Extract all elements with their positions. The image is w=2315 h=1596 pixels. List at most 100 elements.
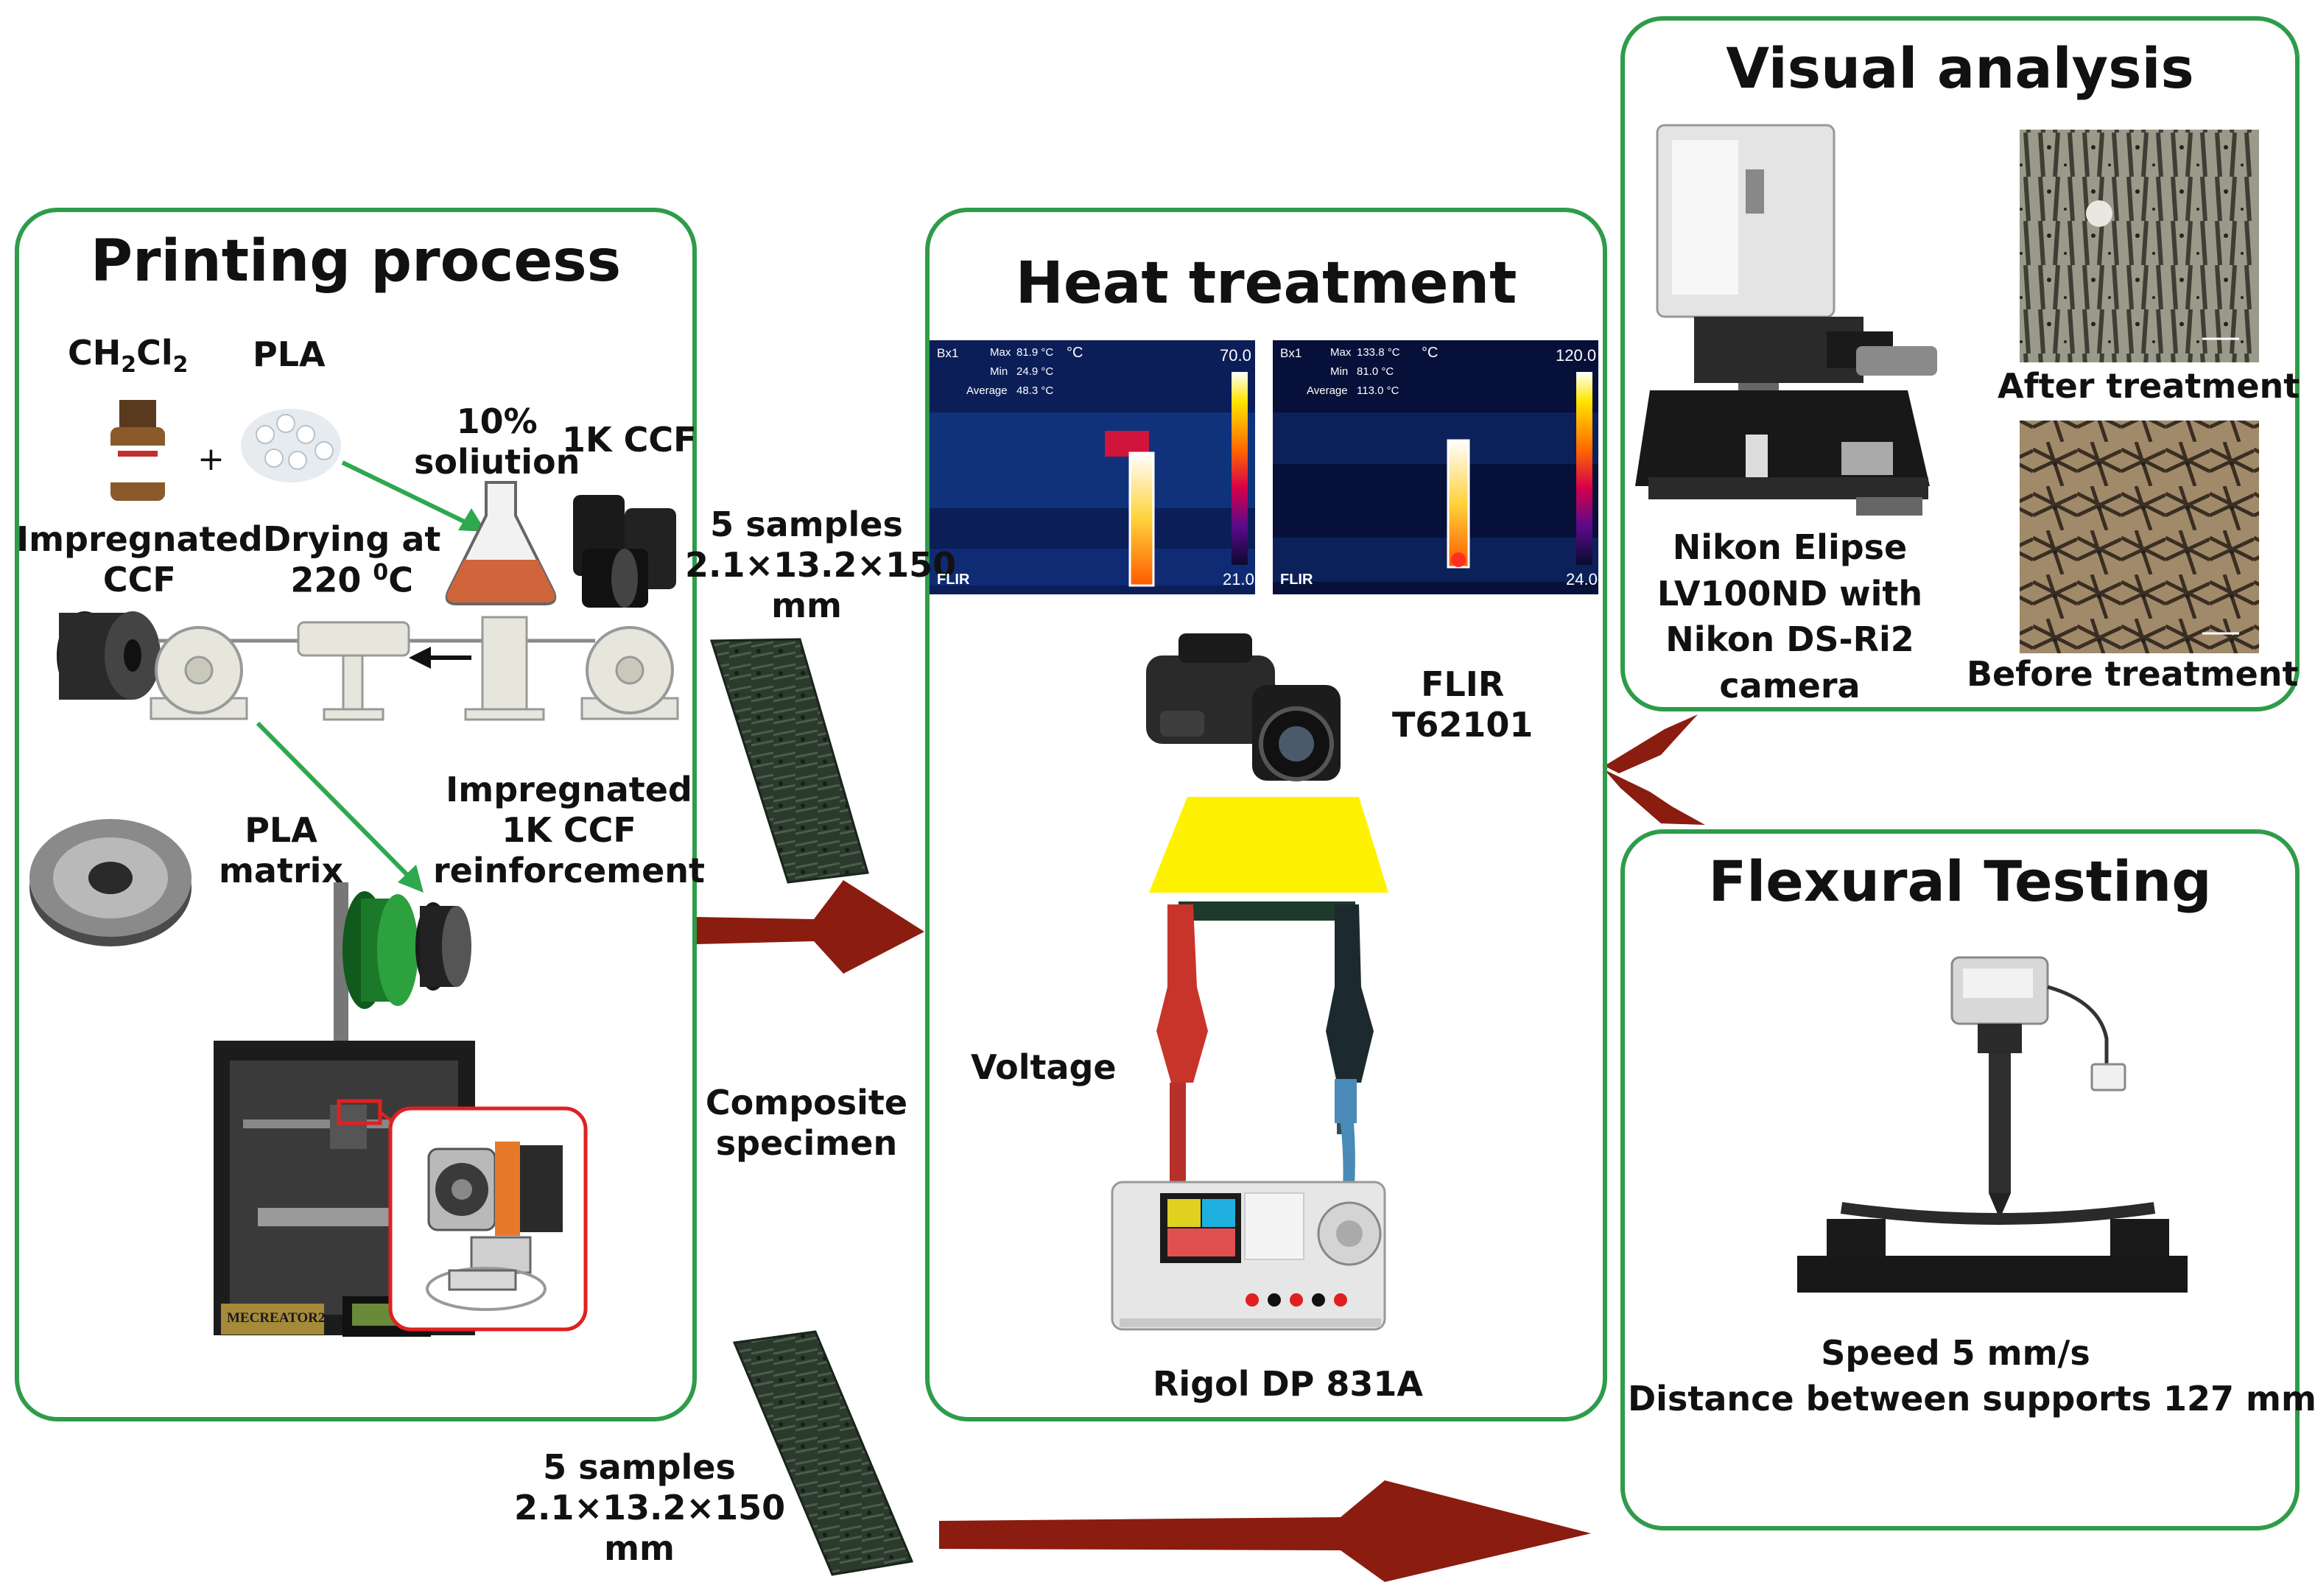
thermal2-avg-label: Average <box>1307 384 1348 397</box>
samples-top-line1: 5 samples <box>710 505 903 544</box>
yellow-light-trapezoid <box>1149 797 1388 893</box>
drying-line1: Drying at <box>263 519 441 559</box>
flask-icon <box>445 481 557 605</box>
thermal2-avg-value: 113.0 °C <box>1357 384 1399 397</box>
plus-sign: + <box>197 440 225 478</box>
flexural-rig-icon <box>1797 956 2188 1293</box>
samples-bottom-label: 5 samples 2.1×13.2×150 mm <box>514 1447 786 1569</box>
thermal1-avg-label: Average <box>966 384 1008 397</box>
heat-treatment-panel: Heat treatment <box>925 208 1607 1421</box>
specimen-bottom <box>732 1330 914 1576</box>
thermal1-min-label: Min <box>990 365 1008 378</box>
thermal2-min-label: Min <box>1330 365 1349 378</box>
samples-top-label: 5 samples 2.1×13.2×150 mm <box>685 505 957 627</box>
solution-line2: soliution <box>414 442 580 482</box>
thermal2-brand: FLIR <box>1280 572 1313 588</box>
thermal1-scale-min: 21.0 <box>1223 570 1254 588</box>
drying-unit: C <box>388 560 413 600</box>
microscope-line1: Nikon Elipse <box>1672 527 1908 567</box>
thermal1-unit: °C <box>1067 345 1083 361</box>
visual-analysis-panel: Visual analysis <box>1620 16 2300 711</box>
composite-line1: Composite <box>705 1083 908 1122</box>
composite-specimen-label: Composite specimen <box>700 1083 913 1164</box>
solvent-bottle-icon <box>110 400 165 501</box>
thermal1-min-value: 24.9 °C <box>1016 365 1054 378</box>
flir-camera-line1: FLIR <box>1421 664 1505 704</box>
ccf-spools-icon <box>573 495 676 608</box>
distance-label: Distance between supports 127 mm <box>1628 1379 2315 1419</box>
pla-matrix-spool-icon <box>29 819 192 946</box>
flir-camera-icon <box>1146 633 1341 781</box>
thermal2-max-value: 133.8 °C <box>1357 346 1400 359</box>
pla-matrix-line2: matrix <box>219 851 344 891</box>
solvent-cl: Cl <box>136 333 173 373</box>
impregnated-ccf-line1: Impregnated <box>16 519 263 559</box>
power-supply-label: Rigol DP 831A <box>1153 1364 1424 1404</box>
drying-degree: 0 <box>373 560 389 586</box>
thermal-image-2 <box>1273 340 1598 594</box>
reinforce-line3: reinforcement <box>433 851 706 891</box>
after-treatment-label: After treatment <box>1998 366 2300 406</box>
printer-brand-label: MECREATOR2 <box>227 1310 326 1326</box>
heat-treatment-title: Heat treatment <box>1015 250 1517 317</box>
drying-label: Drying at 220 0C <box>263 519 440 601</box>
arrow-heat-to-visual <box>1604 714 1698 773</box>
microscope-line2: LV100ND with <box>1657 573 1923 614</box>
thermal2-max-label: Max <box>1330 346 1352 359</box>
samples-bottom-line2: 2.1×13.2×150 <box>514 1488 786 1528</box>
composite-line2: specimen <box>715 1123 898 1164</box>
specimen-top <box>709 638 869 884</box>
thermal1-brand: FLIR <box>937 572 970 588</box>
reinforce-line2: 1K CCF <box>502 810 636 851</box>
arrow-printing-to-heat <box>696 880 924 974</box>
micrograph-before <box>2020 421 2259 653</box>
thermal2-scale-max: 120.0 <box>1556 346 1597 365</box>
microscope-icon <box>1635 124 1937 516</box>
samples-bottom-line3: mm <box>604 1528 675 1569</box>
thermal2-scale-min: 24.0 <box>1566 570 1598 588</box>
solution-label: 10% soliution <box>414 401 580 482</box>
thermal2-unit: °C <box>1422 345 1438 361</box>
ccf-1k-label: 1K CCF <box>562 420 697 460</box>
voltage-label: Voltage <box>971 1047 1117 1087</box>
samples-top-line3: mm <box>771 586 842 626</box>
before-treatment-label: Before treatment <box>1967 654 2299 694</box>
printing-process-panel: Printing process <box>15 208 697 1421</box>
pla-pellets-icon <box>241 409 341 482</box>
microscope-line4: camera <box>1719 665 1861 706</box>
impregnated-ccf-spool-icon <box>57 611 161 700</box>
solvent-sub1: 2 <box>121 352 137 379</box>
thermal1-avg-value: 48.3 °C <box>1016 384 1054 397</box>
thermal-image-1 <box>930 340 1255 594</box>
solution-line1: 10% <box>456 401 538 441</box>
pla-label: PLA <box>253 334 326 374</box>
microscope-label: Nikon Elipse LV100ND with Nikon DS-Ri2 c… <box>1650 524 1930 709</box>
pla-matrix-label: PLA matrix <box>219 810 343 891</box>
solvent-ch: CH <box>68 333 122 373</box>
green-arrow-to-printer <box>256 721 424 893</box>
thermal2-box-label: Bx1 <box>1280 346 1302 360</box>
pla-matrix-line1: PLA <box>245 810 317 850</box>
thermal2-min-value: 81.0 °C <box>1357 365 1394 378</box>
samples-bottom-line1: 5 samples <box>543 1447 736 1487</box>
impregnated-ccf-label: Impregnated CCF <box>16 519 263 600</box>
flir-camera-line2: T62101 <box>1392 705 1534 745</box>
printing-process-title: Printing process <box>90 228 622 295</box>
flexural-testing-panel: Flexural Testing <box>1620 829 2300 1530</box>
flir-camera-label: FLIR T62101 <box>1392 664 1533 745</box>
thermal1-max-label: Max <box>990 346 1011 359</box>
micrograph-after <box>2020 130 2259 362</box>
arrow-bottom-to-flexural <box>939 1480 1591 1582</box>
thermal1-max-value: 81.9 °C <box>1016 346 1054 359</box>
impregnation-line <box>150 616 679 721</box>
samples-top-line2: 2.1×13.2×150 <box>685 545 957 586</box>
visual-analysis-title: Visual analysis <box>1726 35 2194 101</box>
reinforce-line1: Impregnated <box>446 770 692 809</box>
arrow-heat-to-flexural <box>1604 770 1705 825</box>
reinforcement-label: Impregnated 1K CCF reinforcement <box>433 770 705 892</box>
speed-label: Speed 5 mm/s <box>1821 1333 2090 1373</box>
drying-temp: 220 <box>290 560 362 600</box>
thermal1-box-label: Bx1 <box>937 346 959 360</box>
thermal1-scale-max: 70.0 <box>1220 346 1251 365</box>
